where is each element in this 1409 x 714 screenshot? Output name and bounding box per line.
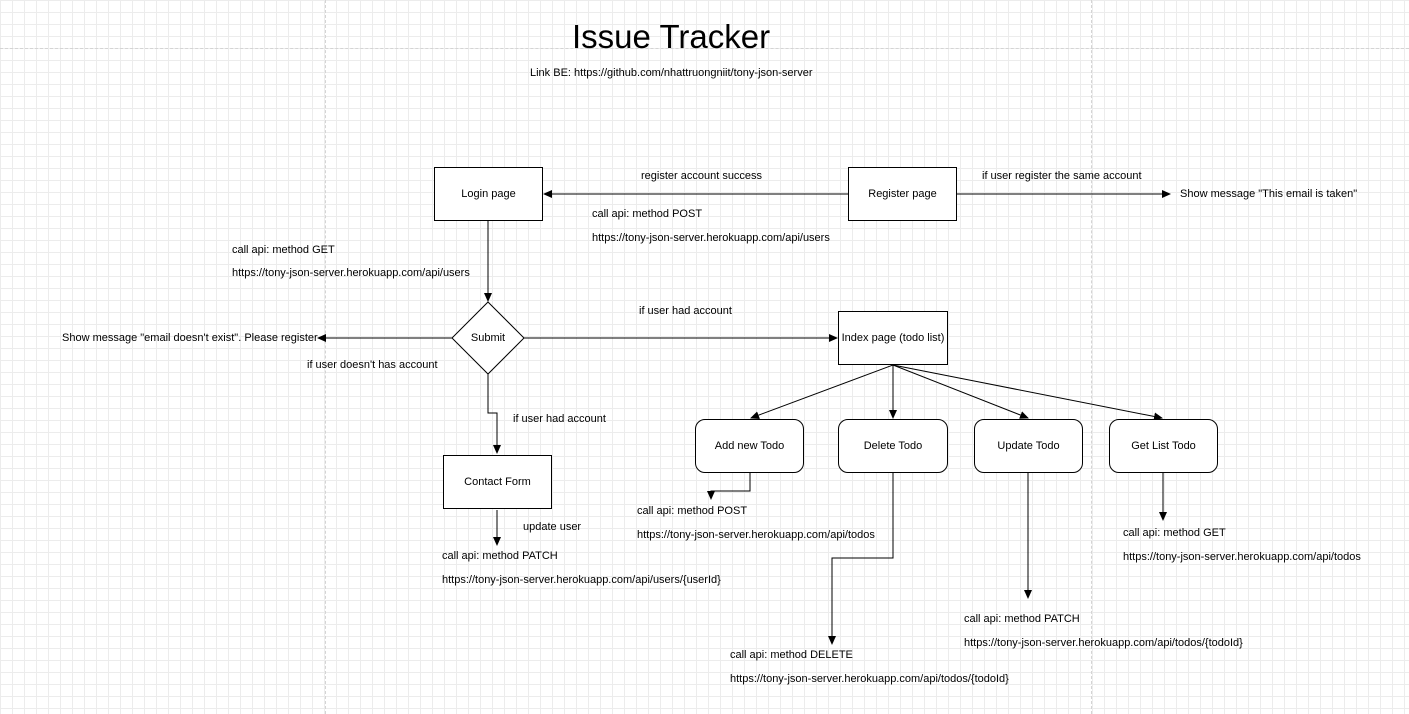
contact-form-node[interactable]: Contact Form	[443, 455, 552, 509]
page-title: Issue Tracker	[572, 18, 771, 55]
edge-index-to-update	[892, 364, 1029, 419]
register-success-label: register account success	[641, 170, 763, 182]
delete-api-url-label: https://tony-json-server.herokuapp.com/a…	[730, 673, 1009, 685]
edge-add-to-api	[707, 473, 751, 500]
edge-index-to-add	[750, 364, 894, 419]
contact-api-method-label: call api: method PATCH	[442, 550, 558, 562]
delete-api-method-label: call api: method DELETE	[730, 649, 853, 661]
update-api-url-label: https://tony-json-server.herokuapp.com/a…	[964, 637, 1243, 649]
edge-index-to-getlist	[892, 364, 1163, 421]
had-account-index-label: if user had account	[639, 305, 732, 317]
delete-todo-node[interactable]: Delete Todo	[838, 419, 948, 473]
login-page-node[interactable]: Login page	[434, 167, 543, 221]
update-todo-node[interactable]: Update Todo	[974, 419, 1083, 473]
email-taken-message: Show message "This email is taken"	[1180, 188, 1358, 200]
add-api-method-label: call api: method POST	[637, 505, 748, 517]
email-not-exist-message: Show message "email doesn't exist". Plea…	[62, 332, 318, 344]
register-api-url-label: https://tony-json-server.herokuapp.com/a…	[592, 232, 830, 244]
no-account-label: if user doesn't has account	[307, 359, 438, 371]
add-todo-node[interactable]: Add new Todo	[695, 419, 804, 473]
link-be-text: Link BE: https://github.com/nhattruongni…	[530, 67, 813, 79]
had-account-contact-label: if user had account	[513, 413, 606, 425]
login-api-method-label: call api: method GET	[232, 244, 335, 256]
get-list-todo-node[interactable]: Get List Todo	[1109, 419, 1218, 473]
edge-submit-to-contact	[487, 374, 501, 454]
index-page-node[interactable]: Index page (todo list)	[838, 311, 948, 365]
edge-delete-to-api	[828, 473, 894, 645]
update-api-method-label: call api: method PATCH	[964, 613, 1080, 625]
page-break-guide	[1091, 0, 1092, 714]
register-same-account-label: if user register the same account	[982, 170, 1142, 182]
update-user-label: update user	[523, 521, 582, 533]
getlist-api-method-label: call api: method GET	[1123, 527, 1226, 539]
page-break-guide	[0, 48, 1409, 49]
add-api-url-label: https://tony-json-server.herokuapp.com/a…	[637, 529, 875, 541]
getlist-api-url-label: https://tony-json-server.herokuapp.com/a…	[1123, 551, 1361, 563]
page-break-guide	[325, 0, 326, 714]
contact-api-url-label: https://tony-json-server.herokuapp.com/a…	[442, 574, 721, 586]
submit-diamond	[451, 301, 525, 375]
register-page-node[interactable]: Register page	[848, 167, 957, 221]
submit-node[interactable]: Submit	[470, 332, 506, 344]
login-api-url-label: https://tony-json-server.herokuapp.com/a…	[232, 267, 470, 279]
register-api-method-label: call api: method POST	[592, 208, 703, 220]
